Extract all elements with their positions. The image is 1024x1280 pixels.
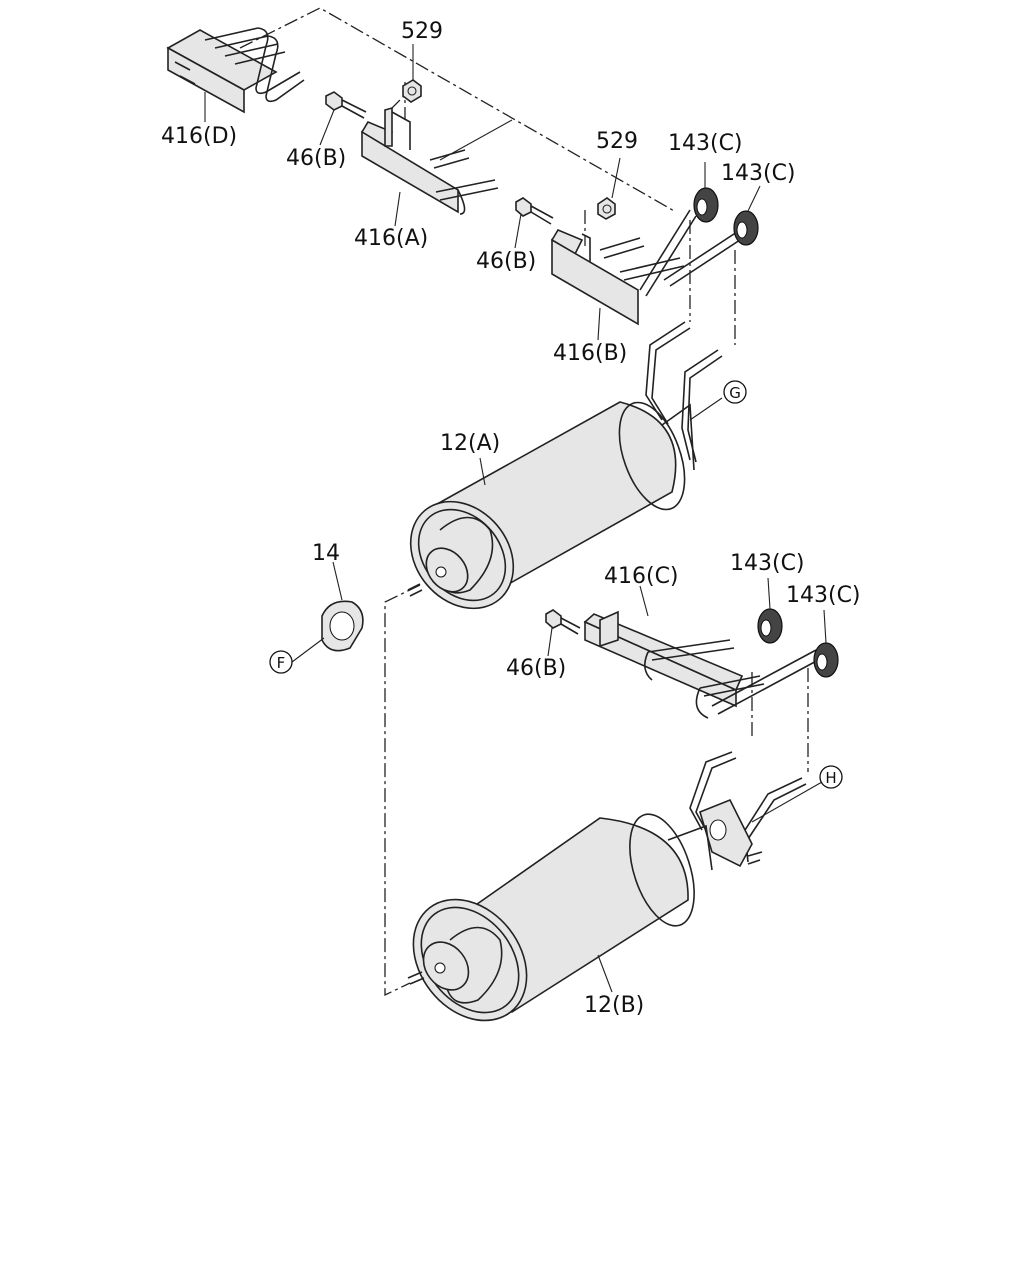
callout-f: F [269,650,293,674]
nut-529-upper [402,44,422,103]
muffler-12b [407,813,713,1022]
label-416c: 416(C) [604,564,679,589]
label-46b-upper: 46(B) [286,146,346,171]
label-143c-lower-1: 143(C) [730,551,805,576]
label-143c-upper-2: 143(C) [721,161,796,186]
callout-h: H [819,765,843,789]
bracket-416a [360,106,513,227]
muffler-12a [407,397,723,610]
label-14: 14 [312,541,340,566]
label-416d: 416(D) [161,124,237,149]
rubber-mount-143c-lower-1 [757,577,783,644]
bolt-46b-upper [319,91,367,146]
nut-529-lower [597,157,621,220]
label-12a: 12(A) [440,431,500,456]
label-416b: 416(B) [553,341,627,366]
rubber-mount-143c-lower-2 [813,609,839,678]
callout-g-text: G [729,384,741,402]
label-46b-lower: 46(B) [506,656,566,681]
label-12b: 12(B) [584,993,644,1018]
label-143c-upper-1: 143(C) [668,131,743,156]
bracket-416c [583,585,823,719]
gasket-14 [291,561,364,663]
label-529-upper: 529 [401,19,443,44]
label-529-lower: 529 [596,129,638,154]
part-labels: 416(D) 46(B) 529 416(A) 529 46(B) 143(C)… [161,19,861,1018]
hanger-rods-12b [689,751,823,868]
rubber-mount-143c-upper-1 [693,162,719,223]
callout-f-text: F [277,654,286,672]
bracket-416b [550,209,747,341]
bolt-46b-lower [545,609,581,657]
label-416a: 416(A) [354,226,428,251]
bracket-416d [166,27,305,122]
callout-h-text: H [825,769,836,787]
bolt-46b-middle [514,197,554,249]
rubber-mount-143c-upper-2 [733,185,761,246]
label-143c-lower-2: 143(C) [786,583,861,608]
callout-g: G [723,380,747,404]
label-46b-middle: 46(B) [476,249,536,274]
